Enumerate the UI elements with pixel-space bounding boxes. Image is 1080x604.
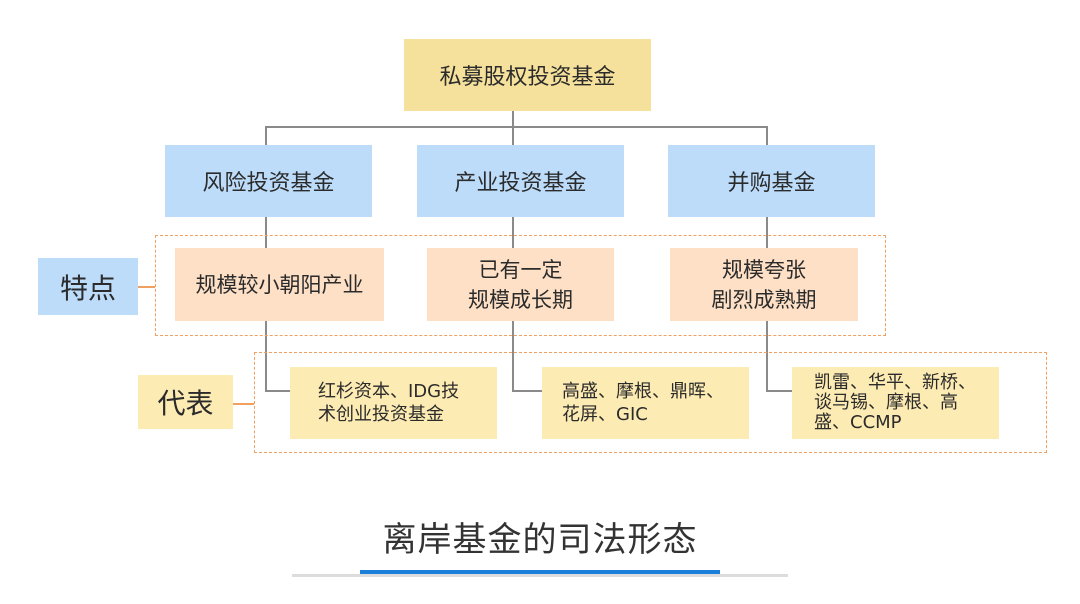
category-venture-capital: 风险投资基金 xyxy=(165,145,372,217)
representatives-group xyxy=(254,352,1047,453)
feature-industry-fund: 已有一定 规模成长期 xyxy=(427,248,614,321)
row-label-representatives: 代表 xyxy=(138,375,233,429)
representatives-industry-fund: 高盛、摩根、鼎晖、 花屏、GIC xyxy=(542,367,749,439)
representatives-buyout-fund: 凯雷、华平、新桥、 谈马锡、摩根、高 盛、CCMP xyxy=(792,367,999,439)
representatives-label-connector xyxy=(233,403,254,405)
row-label-features: 特点 xyxy=(38,258,138,315)
title-divider xyxy=(292,574,788,577)
connector-cat1-up xyxy=(265,126,267,146)
connector-cat3-right xyxy=(766,390,792,392)
feature-text: 规模夸张 剧烈成熟期 xyxy=(711,257,817,312)
representatives-text: 高盛、摩根、鼎晖、 花屏、GIC xyxy=(562,381,724,425)
connector-root-down xyxy=(512,111,514,127)
features-group xyxy=(155,235,886,336)
page-title: 离岸基金的司法形态 xyxy=(382,520,698,560)
category-label: 风险投资基金 xyxy=(202,171,335,196)
category-industry-fund: 产业投资基金 xyxy=(417,145,624,217)
representatives-venture-capital: 红杉资本、IDG技 术创业投资基金 xyxy=(290,367,497,439)
root-label: 私募股权投资基金 xyxy=(439,65,616,90)
row-label-representatives-text: 代表 xyxy=(157,387,214,420)
title-underline-accent xyxy=(360,570,720,574)
feature-buyout-fund: 规模夸张 剧烈成熟期 xyxy=(670,248,858,321)
connector-cat2-right xyxy=(512,390,542,392)
representatives-text: 凯雷、华平、新桥、 谈马锡、摩根、高 盛、CCMP xyxy=(814,372,976,433)
connector-cat3-up xyxy=(766,126,768,146)
row-label-features-text: 特点 xyxy=(59,271,116,305)
category-buyout-fund: 并购基金 xyxy=(668,145,875,217)
category-label: 产业投资基金 xyxy=(454,171,587,196)
connector-cat1-right xyxy=(265,390,291,392)
features-label-connector xyxy=(138,286,155,288)
representatives-text: 红杉资本、IDG技 术创业投资基金 xyxy=(318,381,460,425)
connector-horizontal xyxy=(265,126,768,128)
root-node: 私募股权投资基金 xyxy=(404,39,651,111)
feature-text: 规模较小朝阳产业 xyxy=(195,272,364,297)
feature-venture-capital: 规模较小朝阳产业 xyxy=(175,248,384,321)
connector-cat2-up xyxy=(512,126,514,146)
category-label: 并购基金 xyxy=(727,171,816,196)
feature-text: 已有一定 规模成长期 xyxy=(468,257,573,312)
